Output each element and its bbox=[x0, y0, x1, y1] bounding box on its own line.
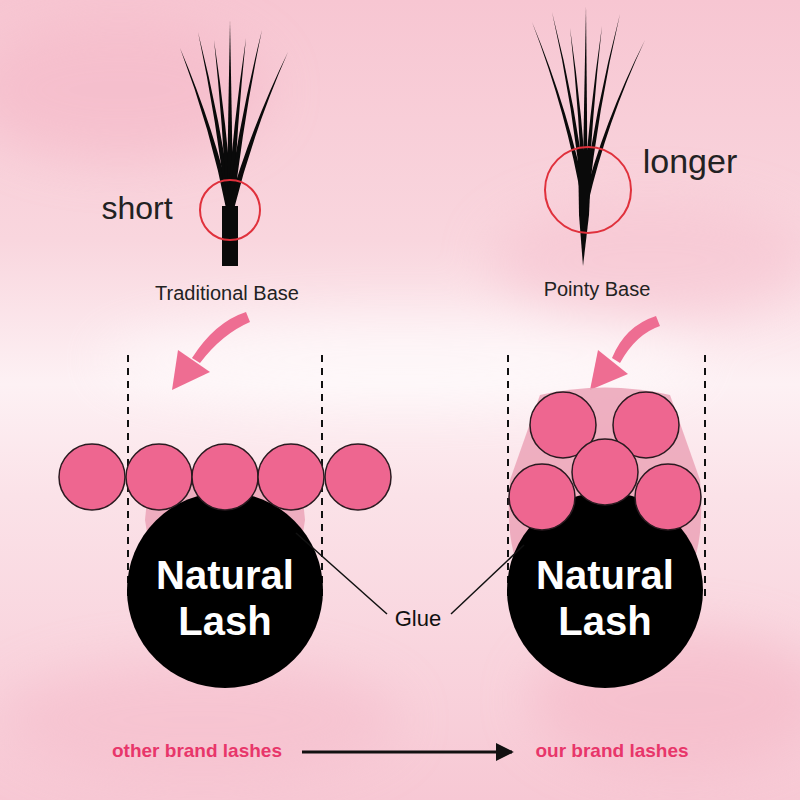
brand-label: other brand lashes bbox=[112, 740, 282, 762]
base-caption: Pointy Base bbox=[544, 278, 651, 301]
lash-base bbox=[222, 206, 238, 266]
comparison-arrow bbox=[302, 751, 512, 754]
glue-label: Glue bbox=[395, 606, 441, 631]
curved-arrow bbox=[172, 312, 660, 390]
highlight-circle bbox=[200, 180, 260, 240]
natural-lash-node: Natural Lash bbox=[150, 523, 300, 673]
lash-fans bbox=[180, 6, 645, 266]
natural-lash-circle bbox=[127, 492, 323, 688]
node-text: Natural Lash bbox=[150, 552, 300, 644]
node-text: Natural Lash bbox=[530, 552, 680, 644]
leader-line bbox=[296, 533, 524, 614]
callout-label: short bbox=[101, 190, 172, 227]
brand-label: our brand lashes bbox=[535, 740, 688, 762]
base-caption: Traditional Base bbox=[155, 282, 299, 305]
watercolor-texture bbox=[0, 20, 800, 780]
extension-lash-circle bbox=[59, 392, 701, 530]
lash-strand bbox=[582, 40, 645, 205]
callout-label: longer bbox=[643, 142, 738, 181]
highlight-circle bbox=[545, 147, 631, 233]
lash-strand bbox=[227, 52, 288, 212]
natural-lash-node: Natural Lash bbox=[530, 523, 680, 673]
lash-base bbox=[578, 150, 592, 266]
